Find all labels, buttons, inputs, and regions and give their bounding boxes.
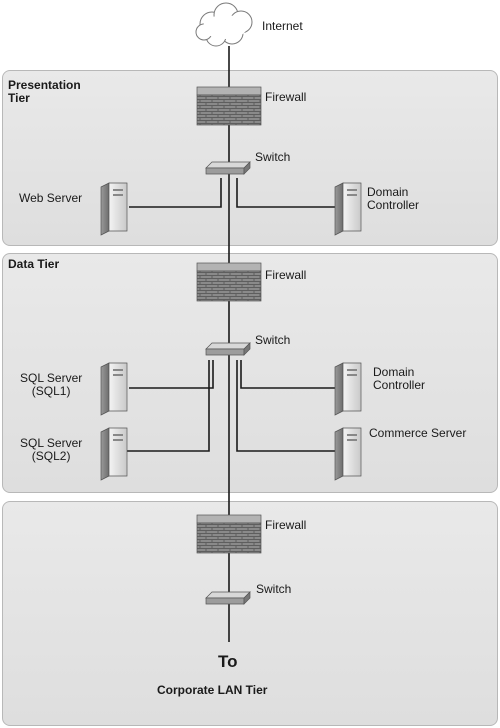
switch-icon <box>205 342 251 356</box>
sql2-label: SQL Server (SQL2) <box>20 436 83 463</box>
firewall-icon <box>196 514 262 554</box>
data-tier-title: Data Tier <box>8 257 60 271</box>
firewall-icon <box>196 86 262 126</box>
switch-label: Switch <box>255 333 291 347</box>
commerce-server-icon <box>334 427 362 481</box>
firewall-icon <box>196 262 262 302</box>
sql1-label: SQL Server (SQL1) <box>20 371 83 398</box>
switch-icon <box>205 591 251 605</box>
firewall-label: Firewall <box>265 90 307 104</box>
web-server-icon <box>100 182 128 236</box>
internet-cloud-icon <box>195 2 253 47</box>
presentation-tier-title: Presentation Tier <box>8 78 81 105</box>
corporate-lan-tier-label: Corporate LAN Tier <box>157 683 268 697</box>
sql-server-sql2-icon <box>100 427 128 481</box>
domain-controller-icon <box>334 182 362 236</box>
domain-controller-label: Domain Controller <box>373 365 426 392</box>
switch-icon <box>205 161 251 175</box>
internet-label: Internet <box>262 19 303 33</box>
domain-controller-icon <box>334 362 362 416</box>
switch-label: Switch <box>255 150 291 164</box>
web-server-label: Web Server <box>19 191 83 205</box>
firewall-label: Firewall <box>265 518 307 532</box>
to-label: To <box>218 652 238 671</box>
domain-controller-label: Domain Controller <box>367 185 420 212</box>
commerce-server-label: Commerce Server <box>369 426 467 440</box>
sql-server-sql1-icon <box>100 362 128 416</box>
firewall-label: Firewall <box>265 268 307 282</box>
switch-label: Switch <box>256 582 292 596</box>
